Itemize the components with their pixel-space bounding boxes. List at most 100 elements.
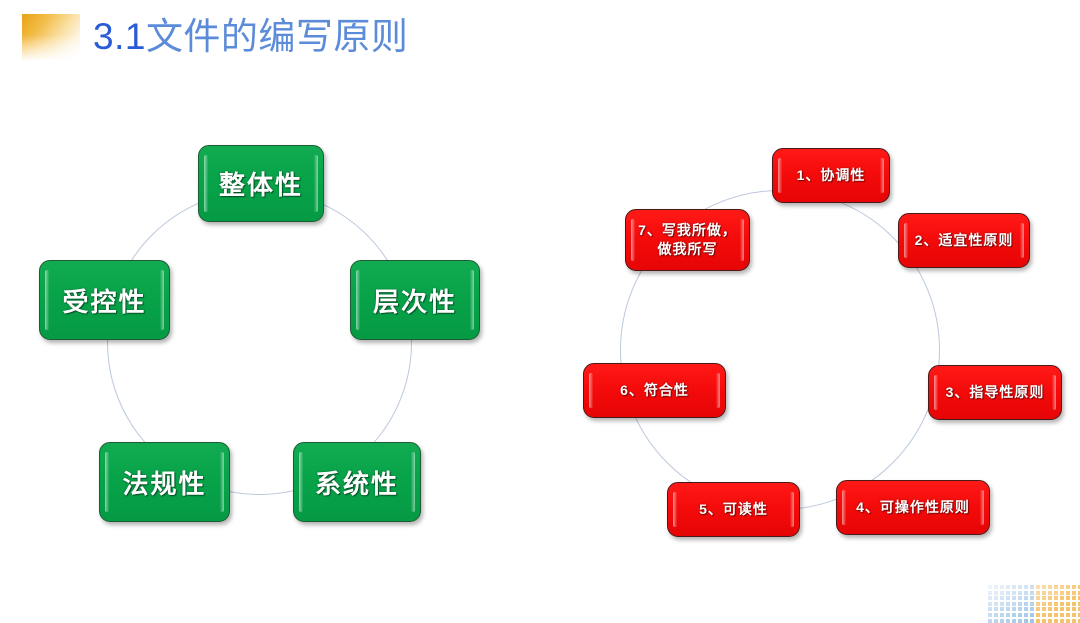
decor-dot bbox=[994, 618, 998, 623]
corner-dot-grid bbox=[988, 585, 1080, 623]
decor-dot bbox=[1018, 596, 1022, 601]
decor-dot bbox=[1036, 601, 1040, 606]
decor-dot bbox=[1036, 590, 1040, 595]
node-right-0[interactable]: 1、协调性 bbox=[772, 148, 890, 203]
node-left-2-label: 系统性 bbox=[314, 469, 399, 499]
node-right-5-label: 6、符合性 bbox=[620, 382, 689, 398]
decor-dot bbox=[988, 601, 992, 606]
page-title: 3.1文件的编写原则 bbox=[93, 12, 408, 63]
decor-dot bbox=[1000, 613, 1004, 617]
decor-dot bbox=[994, 607, 998, 612]
decor-dot bbox=[1030, 601, 1034, 606]
decor-dot bbox=[994, 596, 998, 601]
node-right-3-label: 4、可操作性原则 bbox=[856, 499, 970, 515]
decor-dot bbox=[1066, 596, 1070, 601]
decor-dot bbox=[1060, 613, 1064, 617]
decor-dot bbox=[1072, 607, 1076, 612]
decor-dot bbox=[1042, 596, 1046, 601]
decor-dot bbox=[1054, 613, 1058, 617]
decor-dot bbox=[1018, 601, 1022, 606]
decor-dot bbox=[1072, 585, 1076, 589]
node-right-5[interactable]: 6、符合性 bbox=[583, 363, 726, 418]
decor-dot bbox=[1048, 596, 1052, 601]
decor-dot bbox=[1024, 607, 1028, 612]
left-cycle-diagram: 整体性 层次性 系统性 法规性 受控性 bbox=[39, 145, 480, 522]
decor-dot bbox=[1048, 601, 1052, 606]
decor-dot bbox=[988, 613, 992, 617]
decor-dot bbox=[1006, 601, 1010, 606]
decor-dot bbox=[1036, 613, 1040, 617]
decor-dot bbox=[1072, 613, 1076, 617]
decor-dot bbox=[1006, 618, 1010, 623]
decor-dot bbox=[1060, 601, 1064, 606]
decor-dot bbox=[988, 585, 992, 589]
decor-dot bbox=[1054, 596, 1058, 601]
decor-dot bbox=[1066, 618, 1070, 623]
decor-dot bbox=[1048, 590, 1052, 595]
node-right-6[interactable]: 7、写我所做，做我所写 bbox=[625, 209, 750, 271]
decor-dot bbox=[1072, 596, 1076, 601]
decor-dot bbox=[1072, 590, 1076, 595]
decor-dot bbox=[1006, 590, 1010, 595]
decor-dot bbox=[1078, 596, 1080, 601]
decor-dot bbox=[1018, 585, 1022, 589]
node-right-6-label: 7、写我所做，做我所写 bbox=[638, 222, 737, 257]
decor-dot bbox=[1000, 618, 1004, 623]
decor-dot bbox=[1042, 590, 1046, 595]
decor-dot bbox=[1054, 607, 1058, 612]
decor-dot bbox=[1066, 613, 1070, 617]
decor-dot bbox=[1012, 585, 1016, 589]
decor-dot bbox=[1036, 618, 1040, 623]
node-right-3[interactable]: 4、可操作性原则 bbox=[836, 480, 990, 535]
node-right-4[interactable]: 5、可读性 bbox=[667, 482, 800, 537]
decor-dot bbox=[1012, 601, 1016, 606]
decor-dot bbox=[1024, 596, 1028, 601]
decor-dot bbox=[1024, 601, 1028, 606]
decor-dot bbox=[1066, 590, 1070, 595]
node-left-3-label: 法规性 bbox=[122, 469, 207, 499]
decor-dot bbox=[1024, 590, 1028, 595]
decor-dot bbox=[1042, 585, 1046, 589]
decor-dot bbox=[1078, 601, 1080, 606]
node-left-3[interactable]: 法规性 bbox=[99, 442, 230, 522]
decor-dot bbox=[1078, 618, 1080, 623]
decor-dot bbox=[1030, 596, 1034, 601]
decor-dot bbox=[1060, 585, 1064, 589]
decor-dot bbox=[1000, 590, 1004, 595]
decor-dot bbox=[988, 618, 992, 623]
page-title-text: 文件的编写原则 bbox=[145, 17, 409, 58]
node-left-1[interactable]: 层次性 bbox=[350, 260, 480, 340]
decor-dot bbox=[1006, 596, 1010, 601]
node-right-0-label: 1、协调性 bbox=[796, 167, 866, 183]
decor-dot bbox=[1078, 590, 1080, 595]
decor-dot bbox=[994, 590, 998, 595]
decor-dot bbox=[1060, 618, 1064, 623]
node-right-1[interactable]: 2、适宜性原则 bbox=[898, 213, 1030, 268]
decor-dot bbox=[1012, 596, 1016, 601]
page-title-number: 3.1 bbox=[93, 16, 146, 57]
decor-dot bbox=[1030, 613, 1034, 617]
decor-dot bbox=[1012, 607, 1016, 612]
decor-dot bbox=[1054, 618, 1058, 623]
node-right-2[interactable]: 3、指导性原则 bbox=[928, 365, 1062, 420]
decor-dot bbox=[1042, 613, 1046, 617]
node-left-0[interactable]: 整体性 bbox=[198, 145, 324, 222]
decor-dot bbox=[1024, 613, 1028, 617]
right-cycle-diagram: 1、协调性 2、适宜性原则 3、指导性原则 4、可操作性原则 5、可读性 6、符… bbox=[540, 0, 1080, 623]
decor-dot bbox=[1012, 590, 1016, 595]
decor-dot bbox=[1024, 585, 1028, 589]
decor-dot bbox=[1006, 613, 1010, 617]
decor-dot bbox=[1060, 596, 1064, 601]
decor-dot bbox=[1018, 590, 1022, 595]
decor-dot bbox=[1042, 601, 1046, 606]
node-left-2[interactable]: 系统性 bbox=[293, 442, 421, 522]
decor-dot bbox=[1036, 585, 1040, 589]
decor-dot bbox=[1048, 585, 1052, 589]
decor-dot bbox=[1066, 601, 1070, 606]
decor-dot bbox=[1066, 585, 1070, 589]
decor-dot bbox=[1060, 590, 1064, 595]
decor-dot bbox=[1000, 601, 1004, 606]
decor-dot bbox=[1036, 596, 1040, 601]
decor-dot bbox=[1048, 618, 1052, 623]
node-left-4[interactable]: 受控性 bbox=[39, 260, 170, 340]
